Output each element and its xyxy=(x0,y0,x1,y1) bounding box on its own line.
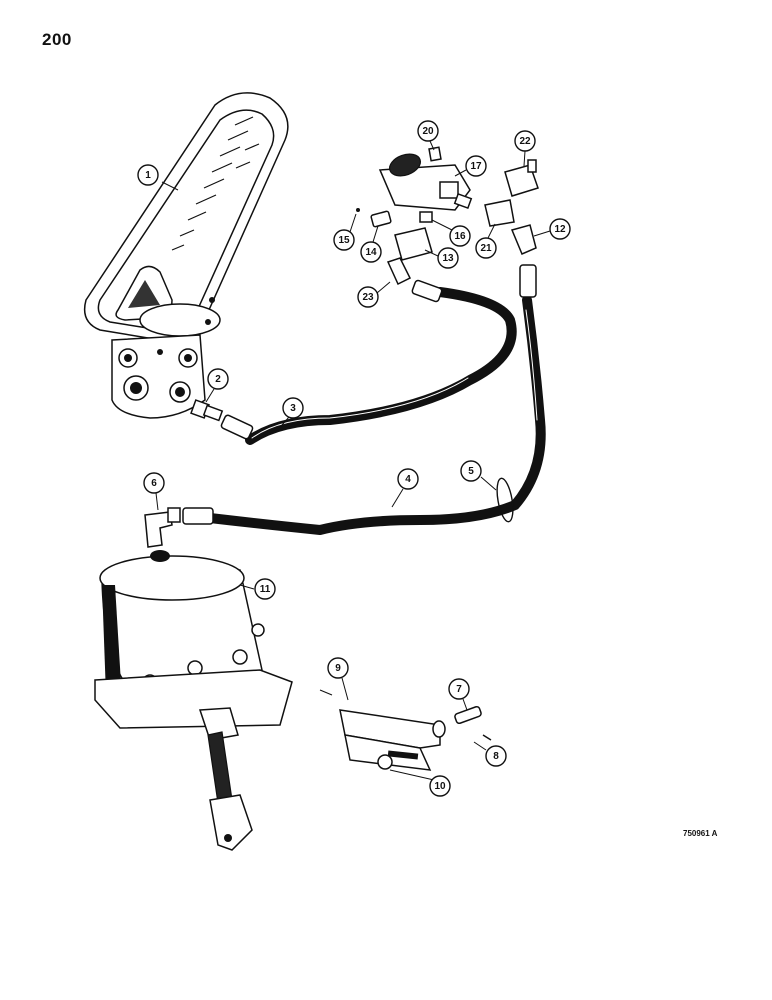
clevis-bracket-9 xyxy=(319,689,441,771)
callout-20: 20 xyxy=(417,120,439,151)
callout-number: 4 xyxy=(405,474,411,485)
callout-circle xyxy=(465,155,487,177)
callout-number: 14 xyxy=(365,247,377,258)
callout-leader xyxy=(391,488,404,508)
callout-circle xyxy=(357,286,379,308)
callout-circle xyxy=(437,247,459,269)
callout-number: 3 xyxy=(290,403,296,414)
callout-number: 12 xyxy=(554,224,566,235)
callout-leader xyxy=(161,181,179,191)
elbow-fitting-6 xyxy=(144,507,181,548)
callout-circle xyxy=(282,397,304,419)
callout-number: 7 xyxy=(456,684,462,695)
callout-circle xyxy=(417,120,439,142)
callout-leader xyxy=(431,219,453,231)
callout-circle xyxy=(360,241,382,263)
callout-number: 17 xyxy=(470,161,482,172)
callout-circle xyxy=(254,578,276,600)
callout-leader xyxy=(424,249,439,257)
callout-number: 1 xyxy=(145,170,151,181)
callout-circle xyxy=(429,775,451,797)
callout-number: 20 xyxy=(422,126,434,137)
callout-circle xyxy=(460,460,482,482)
callout-12: 12 xyxy=(533,218,571,240)
callout-number: 23 xyxy=(362,292,374,303)
callout-8: 8 xyxy=(473,741,507,767)
callout-circle xyxy=(397,468,419,490)
callout-leader xyxy=(205,388,215,403)
callout-leader xyxy=(473,741,487,751)
callout-circle xyxy=(475,237,497,259)
callout-leader xyxy=(533,230,551,237)
callout-circle xyxy=(327,657,349,679)
pin-7 xyxy=(454,705,482,725)
drawing-code: 750961 A xyxy=(683,829,718,838)
callout-6: 6 xyxy=(143,472,165,511)
callout-leader xyxy=(487,223,496,239)
callout-1: 1 xyxy=(137,164,179,191)
callout-number: 13 xyxy=(442,253,454,264)
callout-number: 15 xyxy=(338,235,350,246)
page-number: 200 xyxy=(42,30,72,49)
callout-11: 11 xyxy=(239,578,276,600)
callout-10: 10 xyxy=(389,769,451,797)
callout-leader xyxy=(462,698,468,711)
callout-4: 4 xyxy=(391,468,419,508)
callout-number: 6 xyxy=(151,478,157,489)
callout-circle xyxy=(207,368,229,390)
callout-circle xyxy=(549,218,571,240)
callout-circle xyxy=(449,225,471,247)
hose-4 xyxy=(182,264,546,536)
callout-3: 3 xyxy=(275,397,304,433)
cotter-8 xyxy=(482,734,492,741)
callout-leader xyxy=(376,281,391,294)
callout-5: 5 xyxy=(460,460,497,491)
callout-leader xyxy=(454,169,467,177)
fitting-2 xyxy=(190,399,224,422)
callout-17: 17 xyxy=(454,155,487,177)
callout-circle xyxy=(333,229,355,251)
callout-7: 7 xyxy=(448,678,470,711)
callout-circle xyxy=(137,164,159,186)
callout-circle xyxy=(514,130,536,152)
callout-leader xyxy=(341,677,349,701)
valve-cluster xyxy=(356,146,539,286)
callout-number: 2 xyxy=(215,374,221,385)
callout-number: 16 xyxy=(454,231,466,242)
callout-circle xyxy=(448,678,470,700)
callout-23: 23 xyxy=(357,281,391,308)
callout-21: 21 xyxy=(475,223,497,259)
callout-leader xyxy=(239,584,255,590)
brake-pedal-assembly xyxy=(83,92,289,419)
callout-number: 10 xyxy=(434,781,446,792)
callout-14: 14 xyxy=(360,225,382,263)
callout-leader xyxy=(389,769,435,781)
brake-chamber-11 xyxy=(94,550,293,851)
callout-number: 5 xyxy=(468,466,474,477)
washer-10 xyxy=(377,720,446,770)
callout-leader xyxy=(349,213,357,233)
callout-number: 22 xyxy=(519,136,531,147)
callout-16: 16 xyxy=(431,219,471,247)
callout-2: 2 xyxy=(205,368,229,403)
callout-13: 13 xyxy=(424,247,459,269)
callout-number: 9 xyxy=(335,663,341,674)
callout-22: 22 xyxy=(514,130,536,167)
callout-number: 11 xyxy=(260,584,271,595)
callout-leader xyxy=(275,416,290,433)
callout-leader xyxy=(480,476,497,491)
callout-leader xyxy=(155,492,159,511)
callout-9: 9 xyxy=(327,657,349,701)
callout-leader xyxy=(523,150,526,167)
callout-number: 21 xyxy=(480,243,492,254)
callout-circle xyxy=(143,472,165,494)
hose-3 xyxy=(220,279,517,445)
callout-leader xyxy=(429,140,435,151)
callout-circle xyxy=(485,745,507,767)
callout-leader xyxy=(372,225,379,243)
callout-number: 8 xyxy=(493,751,499,762)
callout-15: 15 xyxy=(333,213,357,251)
